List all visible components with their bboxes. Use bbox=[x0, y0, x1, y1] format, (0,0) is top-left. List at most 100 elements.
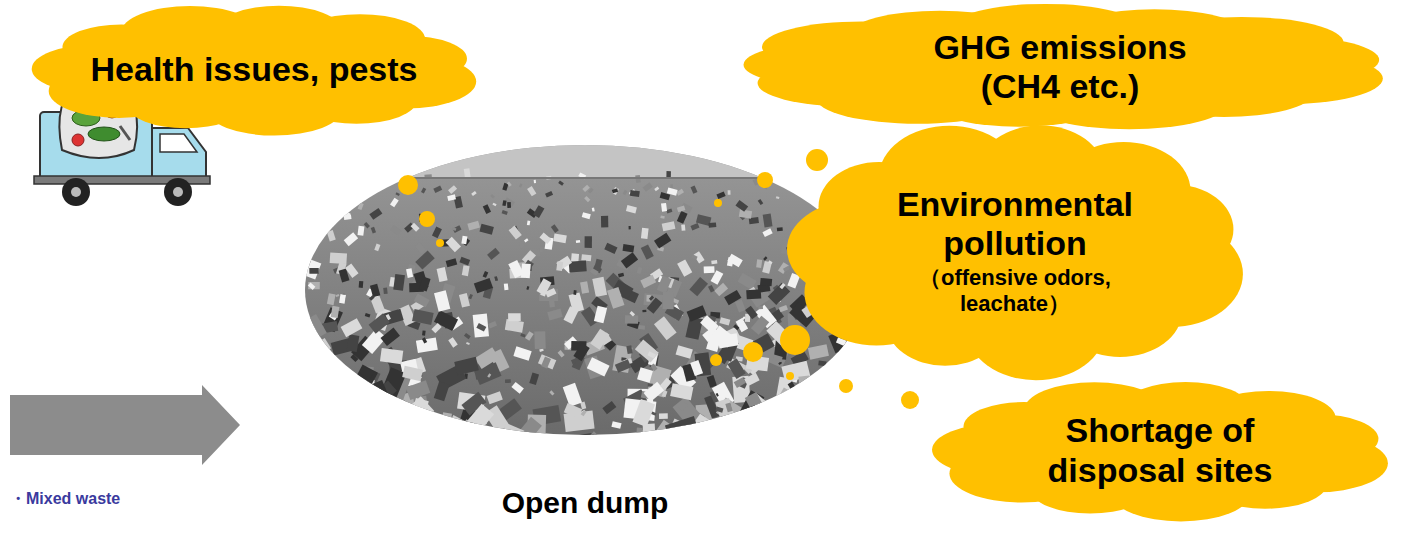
debris bbox=[812, 371, 840, 402]
debris bbox=[681, 224, 685, 230]
text-group: Shortage of disposal sites bbox=[920, 378, 1400, 523]
debris bbox=[604, 243, 617, 254]
debris bbox=[689, 277, 708, 296]
debris bbox=[494, 276, 498, 281]
horizon bbox=[300, 177, 870, 179]
debris bbox=[580, 281, 589, 294]
debris bbox=[716, 393, 719, 397]
vegetable bbox=[88, 127, 120, 141]
debris bbox=[507, 202, 511, 208]
debris bbox=[677, 211, 688, 224]
debris bbox=[347, 334, 360, 352]
debris bbox=[300, 231, 305, 241]
debris bbox=[353, 185, 357, 189]
debris bbox=[464, 333, 471, 339]
dump-sky bbox=[300, 140, 870, 178]
debris bbox=[640, 275, 656, 288]
debris bbox=[447, 194, 456, 201]
debris bbox=[612, 187, 619, 195]
debris bbox=[690, 223, 699, 230]
cloud-callout: Health issues, pests bbox=[20, 2, 488, 137]
debris bbox=[365, 313, 371, 318]
debris bbox=[733, 324, 739, 330]
debris bbox=[311, 425, 332, 457]
debris bbox=[358, 226, 365, 236]
debris bbox=[638, 325, 645, 330]
debris bbox=[663, 291, 674, 309]
debris bbox=[590, 268, 599, 276]
debris bbox=[576, 240, 580, 243]
debris bbox=[809, 389, 844, 420]
debris bbox=[701, 426, 705, 431]
debris bbox=[490, 194, 495, 199]
debris bbox=[305, 260, 321, 280]
debris bbox=[612, 345, 632, 373]
debris bbox=[659, 413, 668, 419]
debris bbox=[779, 283, 785, 289]
debris bbox=[341, 208, 345, 212]
truck-window bbox=[160, 134, 197, 152]
debris bbox=[637, 267, 643, 274]
debris bbox=[707, 375, 717, 388]
debris bbox=[350, 354, 358, 362]
debris bbox=[374, 244, 380, 252]
debris bbox=[547, 309, 562, 321]
debris bbox=[300, 392, 311, 413]
truck-hub bbox=[71, 187, 81, 197]
debris bbox=[629, 226, 631, 229]
debris bbox=[306, 425, 342, 458]
debris bbox=[469, 294, 473, 299]
debris bbox=[383, 408, 394, 418]
node-title: Shortage of disposal sites bbox=[1010, 411, 1310, 489]
debris bbox=[370, 408, 400, 434]
cloud-core bbox=[774, 18, 1345, 117]
debris bbox=[432, 227, 442, 239]
debris bbox=[727, 254, 742, 268]
debris bbox=[526, 286, 529, 290]
debris bbox=[563, 383, 582, 407]
debris bbox=[467, 221, 480, 231]
debris bbox=[534, 331, 545, 349]
debris bbox=[422, 337, 427, 343]
debris bbox=[711, 260, 717, 264]
debris bbox=[630, 311, 636, 316]
debris bbox=[452, 227, 457, 231]
bag-item bbox=[120, 126, 130, 140]
debris bbox=[330, 252, 347, 264]
debris bbox=[352, 410, 367, 427]
debris bbox=[818, 384, 825, 391]
debris bbox=[643, 182, 653, 192]
debris bbox=[319, 363, 337, 378]
debris bbox=[300, 412, 322, 433]
debris bbox=[587, 357, 610, 376]
debris bbox=[654, 316, 677, 340]
debris bbox=[635, 339, 659, 362]
cloud-fill bbox=[932, 382, 1388, 521]
text-group: Open dump bbox=[300, 486, 870, 521]
debris bbox=[677, 259, 692, 276]
debris bbox=[676, 189, 684, 196]
debris bbox=[393, 274, 405, 291]
debris bbox=[494, 423, 524, 459]
debris bbox=[335, 191, 345, 200]
node-title: Environmental pollution bbox=[850, 185, 1180, 263]
debris bbox=[675, 431, 690, 452]
debris bbox=[446, 258, 458, 267]
debris bbox=[770, 421, 780, 432]
debris bbox=[487, 373, 491, 377]
debris bbox=[369, 295, 375, 301]
debris bbox=[322, 382, 326, 386]
debris bbox=[415, 250, 434, 269]
debris bbox=[325, 224, 332, 231]
debris bbox=[473, 314, 489, 338]
debris bbox=[783, 266, 790, 272]
debris bbox=[780, 399, 805, 423]
debris bbox=[364, 222, 370, 228]
debris bbox=[588, 188, 594, 194]
item-label: ・Mixed waste bbox=[10, 489, 120, 510]
debris bbox=[773, 355, 783, 363]
text-group: GHG emissions (CH4 etc.) bbox=[720, 2, 1400, 132]
debris bbox=[414, 293, 430, 307]
debris bbox=[763, 256, 767, 260]
debris bbox=[359, 177, 369, 188]
